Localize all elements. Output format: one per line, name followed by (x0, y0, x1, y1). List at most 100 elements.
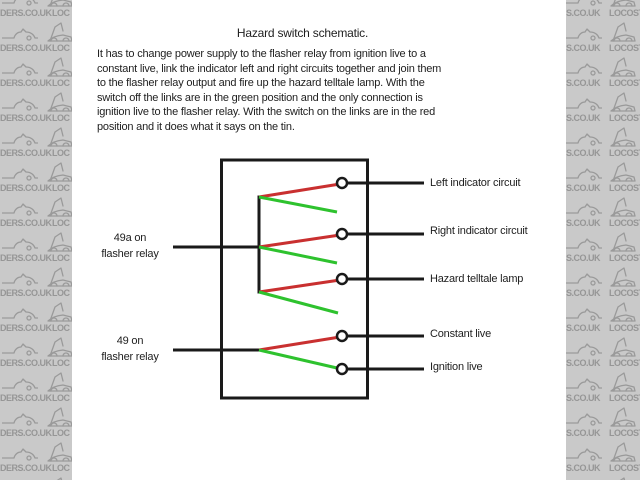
watermark-text-fragment: LOC (52, 288, 70, 298)
watermark-tile: DERS.CO.UK LOC (0, 22, 72, 58)
watermark-text-fragment: S.CO.UK (566, 323, 601, 333)
watermark-text-fragment: DERS.CO.UK (0, 43, 52, 53)
watermark-text-fragment: DERS.CO.UK (0, 463, 52, 473)
watermark-text-fragment: S.CO.UK (566, 43, 601, 53)
watermark-text-fragment: LOCOST (609, 393, 640, 403)
car-front-icon (47, 162, 72, 182)
car-side-icon (2, 203, 38, 216)
label-ignition-live: Ignition live (430, 361, 483, 373)
watermark-tile: S.CO.UK LOCOST (566, 442, 640, 478)
car-side-icon (566, 413, 602, 426)
watermark-tile: DERS.CO.UK LOC (0, 267, 72, 303)
watermark-tile: S.CO.UK LOCOST (566, 407, 640, 443)
green-link-1 (258, 195, 338, 214)
watermark-text-fragment: DERS.CO.UK (0, 323, 52, 333)
car-front-icon (47, 407, 72, 427)
watermark-text-fragment: LOCOST (609, 463, 640, 473)
car-side-icon (566, 343, 602, 356)
watermark-text-fragment: LOC (52, 218, 70, 228)
watermark-text-fragment: LOCOST (609, 288, 640, 298)
watermark-text-fragment: LOCOST (609, 113, 640, 123)
terminal-circle-1 (335, 176, 349, 190)
watermark-text-fragment: LOCOST (609, 43, 640, 53)
car-side-icon (2, 0, 38, 6)
watermark-text-fragment: S.CO.UK (566, 183, 601, 193)
watermark-text-fragment: DERS.CO.UK (0, 148, 52, 158)
watermark-text-fragment: LOCOST (609, 8, 640, 18)
car-side-icon (566, 273, 602, 286)
watermark-text-fragment: LOC (52, 428, 70, 438)
red-link-2 (258, 233, 341, 249)
car-side-icon (2, 448, 38, 461)
car-side-icon (566, 238, 602, 251)
watermark-tile: DERS.CO.UK LOC (0, 127, 72, 163)
watermark-text-fragment: S.CO.UK (566, 463, 601, 473)
watermark-tile: DERS.CO.UK LOC (0, 162, 72, 198)
car-front-icon (610, 407, 636, 427)
watermark-tile: DERS.CO.UK LOC (0, 57, 72, 93)
watermark-tile: S.CO.UK LOCOST (566, 232, 640, 268)
description-line: switch off the links are in the green po… (97, 91, 423, 104)
watermark-text-fragment: S.CO.UK (566, 288, 601, 298)
watermark-tile: S.CO.UK LOCOST (566, 162, 640, 198)
car-side-icon (566, 0, 602, 6)
watermark-strip-right: S.CO.UK LOCOST S.CO.UK LOCOST (566, 0, 640, 480)
car-side-icon (566, 98, 602, 111)
watermark-tile: S.CO.UK LOCOST (566, 372, 640, 408)
watermark-text-fragment: DERS.CO.UK (0, 183, 52, 193)
watermark-tile: DERS.CO.UK LOC (0, 372, 72, 408)
watermark-tile: DERS.CO.UK LOC (0, 302, 72, 338)
watermark-text-fragment: LOCOST (609, 78, 640, 88)
label-left-indicator-circuit: Left indicator circuit (430, 177, 521, 189)
watermark-text-fragment: LOC (52, 183, 70, 193)
watermark-tile: DERS.CO.UK LOC (0, 337, 72, 373)
car-side-icon (2, 273, 38, 286)
watermark-text-fragment: DERS.CO.UK (0, 253, 52, 263)
watermark-tile: DERS.CO.UK LOC (0, 407, 72, 443)
car-front-icon (47, 57, 72, 77)
car-front-icon (47, 372, 72, 392)
watermark-text-fragment: LOCOST (609, 428, 640, 438)
car-front-icon (610, 162, 636, 182)
description-line: It has to change power supply to the fla… (97, 48, 426, 60)
car-side-icon (2, 413, 38, 426)
car-side-icon (2, 308, 38, 321)
watermark-text-fragment: LOC (52, 323, 70, 333)
watermark-text-fragment: LOCOST (609, 323, 640, 333)
car-front-icon (47, 337, 72, 357)
watermark-text-fragment: DERS.CO.UK (0, 78, 52, 88)
car-side-icon (2, 238, 38, 251)
red-link-4 (258, 335, 341, 352)
car-side-icon (566, 378, 602, 391)
watermark-text-fragment: LOC (52, 113, 70, 123)
car-front-icon (610, 267, 636, 287)
green-link-3 (258, 290, 339, 315)
car-side-icon (2, 63, 38, 76)
watermark-tile: S.CO.UK LOCOST (566, 302, 640, 338)
car-front-icon (47, 267, 72, 287)
description-line: to the flasher relay output and fire up … (97, 77, 425, 89)
car-front-icon (610, 442, 636, 462)
red-link-1 (258, 182, 341, 199)
watermark-text-fragment: DERS.CO.UK (0, 113, 52, 123)
car-front-icon (610, 197, 636, 217)
watermark-text-fragment: S.CO.UK (566, 428, 601, 438)
car-front-icon (47, 127, 72, 147)
watermark-text-fragment: S.CO.UK (566, 78, 601, 88)
car-side-icon (566, 28, 602, 41)
page-title: Hazard switch schematic. (236, 26, 369, 40)
watermark-text-fragment: LOCOST (609, 358, 640, 368)
watermark-tile: S.CO.UK LOCOST (566, 197, 640, 233)
watermark-text-fragment: S.CO.UK (566, 148, 601, 158)
watermark-text-fragment: LOC (52, 393, 70, 403)
watermark-tile: S.CO.UK LOCOST (566, 57, 640, 93)
watermark-text-fragment: LOC (52, 253, 70, 263)
car-front-icon (47, 232, 72, 252)
watermark-text-fragment: LOCOST (609, 253, 640, 263)
car-side-icon (2, 98, 38, 111)
watermark-tile: S.CO.UK LOCOST (566, 127, 640, 163)
watermark-tile: DERS.CO.UK LOC (0, 442, 72, 478)
terminal-circle-4 (335, 329, 349, 343)
car-front-icon (610, 57, 636, 77)
